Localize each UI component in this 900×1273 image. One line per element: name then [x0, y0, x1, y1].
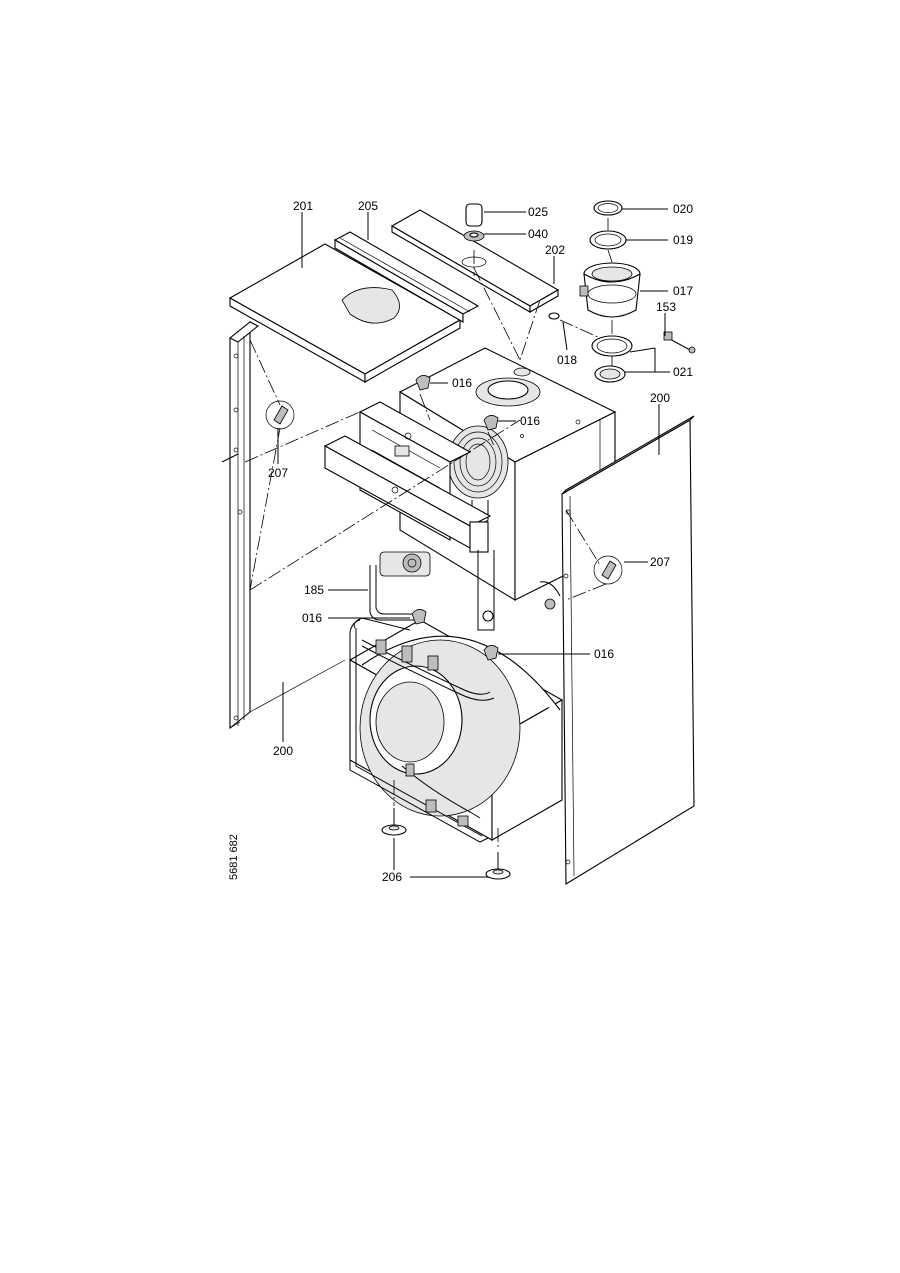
clip-detail-left — [265, 400, 295, 430]
callout-025: 025 — [528, 205, 548, 219]
callout-020: 020 — [673, 202, 693, 216]
callout-200-left: 200 — [273, 744, 293, 758]
callout-labels: 201 205 025 040 202 020 019 017 153 018 … — [228, 199, 693, 884]
callout-040: 040 — [528, 227, 548, 241]
callout-019: 019 — [673, 233, 693, 247]
assembly-axes — [244, 218, 613, 850]
callout-207-left: 207 — [268, 466, 288, 480]
callout-016-a: 016 — [452, 376, 472, 390]
callout-205: 205 — [358, 199, 378, 213]
callout-018: 018 — [557, 353, 577, 367]
callout-016-d: 016 — [594, 647, 614, 661]
leader-lines — [277, 208, 670, 878]
callout-021: 021 — [673, 365, 693, 379]
callout-153: 153 — [656, 300, 676, 314]
drawing-number: 5681 682 — [228, 834, 240, 880]
clips-016 — [411, 375, 499, 661]
pump-piping — [353, 550, 561, 631]
top-cover — [228, 243, 462, 383]
adjustable-feet — [381, 808, 511, 880]
bracket-202 — [390, 209, 560, 313]
burner-assembly — [323, 401, 492, 553]
clip-detail-right — [593, 555, 623, 585]
callout-202: 202 — [545, 243, 565, 257]
callout-207-right: 207 — [650, 555, 670, 569]
callout-206: 206 — [382, 870, 402, 884]
storage-tank — [348, 617, 564, 843]
callout-016-c: 016 — [302, 611, 322, 625]
rail-205 — [333, 231, 480, 323]
callout-016-b: 016 — [520, 414, 540, 428]
flue-parts — [463, 200, 696, 383]
left-side-panel — [221, 320, 346, 730]
callout-017: 017 — [673, 284, 693, 298]
right-side-panel — [561, 415, 695, 885]
callout-201: 201 — [293, 199, 313, 213]
callout-200-right: 200 — [650, 391, 670, 405]
callout-185: 185 — [304, 583, 324, 597]
